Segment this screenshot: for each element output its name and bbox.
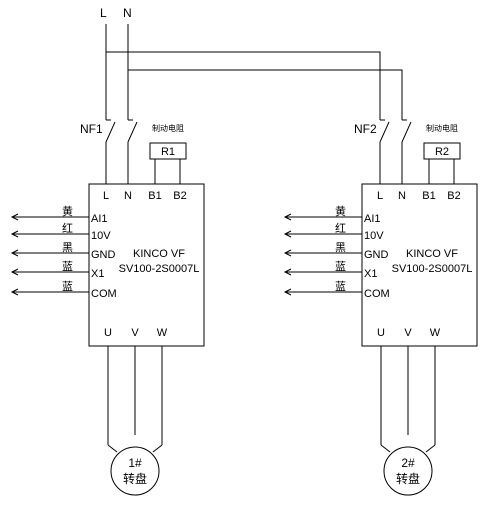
supply-neutral-label: N [123,6,132,20]
terminal-x1: X1 [91,268,104,280]
motor-wiring-1 [107,346,163,453]
resistor-r2 [423,142,461,160]
terminal-com: COM [91,288,117,300]
supply-l-bus-to-unit2 [106,51,381,120]
resistor-caption-r1: 制动电阻 [152,123,184,133]
wire-color-yellow: 黄 [335,204,346,218]
terminal-b1: B1 [148,190,161,202]
drive-model-line1: KINCO VF [406,248,458,260]
terminal-w: W [430,327,441,339]
wire-colors-1: 黄 红 黑 蓝 蓝 [62,204,73,293]
breaker-switch-nf1 [105,119,138,184]
supply-line-label: L [100,6,107,20]
terminal-v: V [404,327,412,339]
wire-color-blue: 蓝 [335,280,346,293]
wire-color-red: 红 [335,222,346,235]
terminal-v: V [131,327,139,339]
terminal-x1: X1 [364,268,377,280]
wire-color-yellow: 黄 [62,204,73,218]
wire-color-black: 黑 [62,241,73,254]
supply-bus [105,24,403,120]
terminal-l: L [377,190,383,202]
terminal-l: L [103,190,109,202]
resistor-label-r1: R1 [161,146,175,158]
terminal-10v: 10V [364,230,384,242]
terminal-w: W [157,327,168,339]
terminal-u: U [377,327,385,339]
drive-model-line2: SV100-2S0007L [392,263,473,275]
terminal-10v: 10V [91,230,111,242]
unit-2: NF2 制动电阻 R2 L N B1 B2 KINCO VF SV100-2S0… [283,119,478,496]
breaker-switch-nf2 [379,119,412,184]
terminal-ai1: AI1 [364,213,381,225]
breaker-label-nf2: NF2 [354,122,377,136]
terminal-n: N [398,190,406,202]
wire-color-blue: 蓝 [335,260,346,273]
motor-name-1: 转盘 [123,471,147,486]
motor-1 [110,446,160,496]
resistor-r1 [149,142,187,160]
motor-wiring-2 [380,346,436,453]
terminal-b2: B2 [173,190,186,202]
supply-n-bus-to-unit2 [128,69,403,120]
wire-color-blue: 蓝 [62,260,73,273]
signal-leads-1 [10,213,89,296]
terminal-ai1: AI1 [91,213,108,225]
motor-number-2: 2# [401,456,415,470]
signal-terminals-1: AI1 10V GND X1 COM [91,213,117,300]
terminal-u: U [104,327,112,339]
drive-box-2 [361,183,478,347]
motor-name-2: 转盘 [396,471,420,486]
terminal-n: N [124,190,132,202]
motor-2 [383,446,433,496]
wire-color-blue: 蓝 [62,280,73,293]
terminal-com: COM [364,288,390,300]
breaker-label-nf1: NF1 [80,122,103,136]
terminal-gnd: GND [364,249,389,261]
terminal-gnd: GND [91,249,116,261]
motor-number-1: 1# [128,456,142,470]
wire-color-red: 红 [62,222,73,235]
drive-box-1 [88,183,205,347]
resistor-caption-r2: 制动电阻 [426,123,458,133]
drive-model-line1: KINCO VF [133,248,185,260]
signal-terminals-2: AI1 10V GND X1 COM [364,213,390,300]
terminal-b1: B1 [422,190,435,202]
resistor-label-r2: R2 [435,146,449,158]
unit-1: NF1 制动电阻 R1 L N B1 B2 KINCO VF SV100-2S0… [10,119,205,496]
wire-colors-2: 黄 红 黑 蓝 蓝 [335,204,346,293]
signal-leads-2 [283,213,362,296]
wire-color-black: 黑 [335,241,346,254]
terminal-b2: B2 [447,190,460,202]
drive-model-line2: SV100-2S0007L [119,263,200,275]
